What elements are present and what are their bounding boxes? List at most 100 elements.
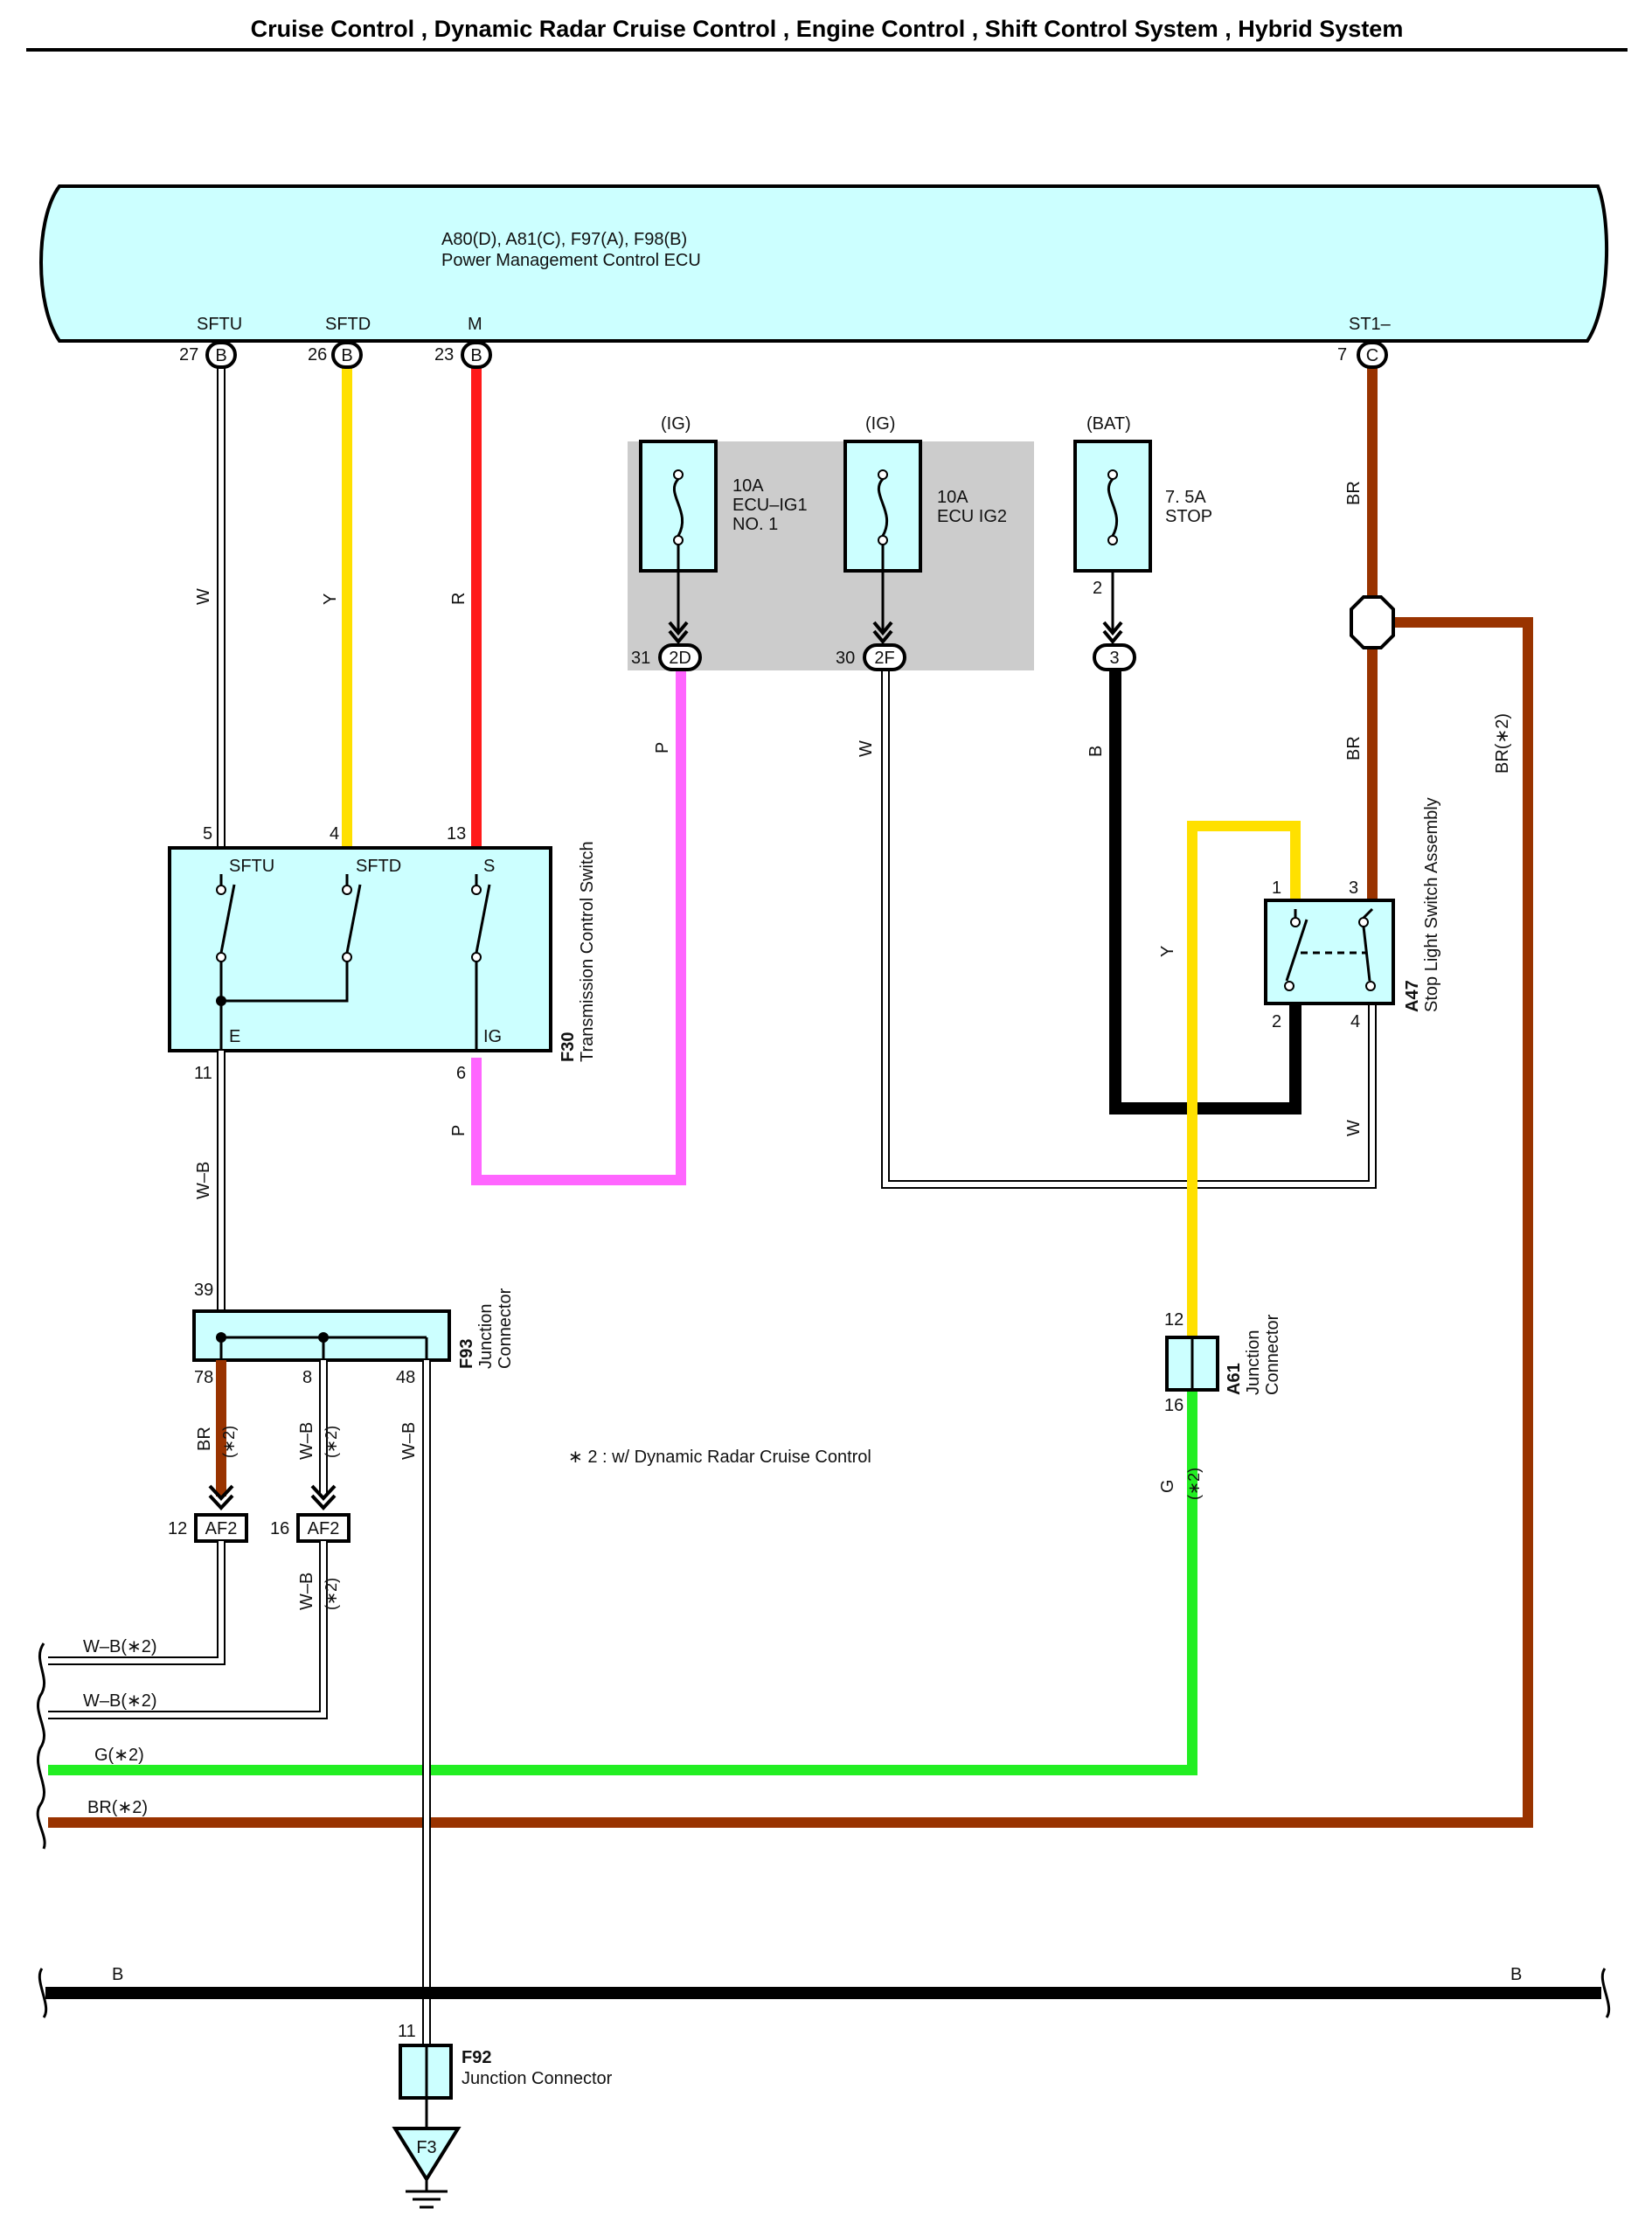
ground-bus-label-left: B (112, 1965, 123, 1984)
ecu-pin-num-26: 26 (308, 345, 327, 365)
ground-bus-right-break-icon (1600, 1968, 1611, 2018)
wire-label-r-m: R (449, 593, 469, 605)
fuse3-rating: 7. 5A (1165, 488, 1206, 507)
ecu-pin-num-27: 27 (179, 345, 198, 365)
a61-name2: Connector (1263, 1314, 1282, 1395)
junction-connector-a61[interactable] (1165, 1336, 1219, 1392)
wire-label-br-st1: BR (1344, 481, 1364, 505)
f93-pin-8: 8 (302, 1368, 312, 1387)
wire-label-wb-8: W–B (297, 1422, 316, 1460)
svg-text:B: B (341, 346, 352, 365)
svg-text:2F: 2F (874, 649, 894, 668)
f93-pin-48: 48 (396, 1368, 415, 1387)
page-title: Cruise Control , Dynamic Radar Cruise Co… (250, 16, 1404, 42)
wire-note-wb-8: (∗2) (323, 1426, 340, 1458)
wire-label-y-sftd: Y (321, 594, 340, 605)
wire-label-br-st1-lower: BR (1344, 736, 1364, 760)
a47-pin-3: 3 (1349, 878, 1358, 898)
a47-pin-4: 4 (1350, 1012, 1360, 1031)
f30-label-sftd: SFTD (356, 857, 401, 876)
ecu-pin-name-st1: ST1– (1349, 315, 1392, 334)
fuse1-rating: 10A (732, 476, 764, 496)
ground-bus-label-right: B (1510, 1965, 1522, 1984)
power-management-ecu[interactable]: A80(D), A81(C), F97(A), F98(B) Power Man… (39, 184, 1609, 343)
fuse-ecu-ig2[interactable] (843, 440, 922, 634)
ground-label: F3 (416, 2138, 436, 2157)
wire-br-bus (48, 617, 1533, 1828)
wire-label-br-note: BR(∗2) (1493, 713, 1512, 774)
ecu-pin-name-sftu: SFTU (197, 315, 242, 334)
svg-text:B: B (215, 346, 226, 365)
svg-text:2D: 2D (669, 649, 691, 668)
fuse3-arrow-icon (1102, 621, 1123, 645)
header-divider (26, 48, 1628, 52)
ground-f3-icon[interactable]: F3 (392, 2127, 462, 2209)
wire-label-br-78: BR (195, 1427, 214, 1451)
wire-label-wb-e: W–B (194, 1162, 213, 1199)
ecu-pin-num-7: 7 (1337, 345, 1347, 365)
left-bus-label-4: BR(∗2) (87, 1798, 148, 1817)
a61-pin-12: 12 (1164, 1310, 1183, 1330)
left-bus-break-icon (36, 1642, 46, 1850)
connector-af2-16[interactable]: AF2 (296, 1513, 351, 1543)
f93-ref: F93 (457, 1339, 476, 1369)
svg-text:AF2: AF2 (205, 1519, 238, 1538)
f30-label-ig: IG (483, 1027, 502, 1046)
ecu-pin-name-m: M (468, 315, 482, 334)
wire-label-p-ig: P (449, 1125, 469, 1136)
left-bus-label-2: W–B(∗2) (83, 1691, 157, 1711)
ecu-terminal-m[interactable]: B (461, 341, 492, 369)
svg-text:3: 3 (1109, 649, 1119, 668)
junction-connector-f93[interactable] (192, 1309, 451, 1362)
a61-name: Junction (1244, 1330, 1263, 1396)
a61-pin-16: 16 (1164, 1396, 1183, 1415)
f30-pin-13: 13 (447, 824, 466, 844)
f30-pin-5: 5 (203, 824, 212, 844)
terminal-3[interactable]: 3 (1093, 643, 1136, 671)
wire-p-ig (471, 671, 686, 1185)
wire-label-wb-af2: W–B (297, 1573, 316, 1610)
wire-label-y-a47: Y (1158, 946, 1177, 957)
wire-note-wb-af2: (∗2) (323, 1578, 340, 1610)
f30-pin-11: 11 (194, 1064, 212, 1083)
f30-ref: F30 (559, 1032, 578, 1062)
f92-pin-11: 11 (398, 2022, 416, 2041)
wire-label-b-stop: B (1086, 746, 1106, 757)
wire-label-p-2d: P (653, 742, 672, 753)
terminal-2f[interactable]: 2F (863, 643, 906, 671)
f30-pin-4: 4 (330, 824, 339, 844)
f92-name: Junction Connector (462, 2069, 613, 2088)
wire-label-w-a47: W (1344, 1120, 1364, 1136)
f93-pin-39: 39 (194, 1281, 213, 1300)
left-bus-label-1: W–B(∗2) (83, 1637, 157, 1656)
fuse2-rating: 10A (937, 488, 968, 507)
terminal-2d-num: 31 (631, 649, 650, 668)
fuse-stop[interactable] (1073, 440, 1152, 634)
transmission-control-switch[interactable] (168, 846, 552, 1052)
fuse-ecu-ig1-no1[interactable] (639, 440, 718, 634)
fuse1-name: ECU–IG1 (732, 496, 808, 515)
ground-bus-left-break-icon (38, 1968, 48, 2018)
terminal-2d[interactable]: 2D (658, 643, 702, 671)
ecu-terminal-sftu[interactable]: B (205, 341, 237, 369)
ecu-pin-name-sftd: SFTD (325, 315, 371, 334)
ecu-terminal-st1[interactable]: C (1357, 341, 1388, 369)
ecu-pin-num-23: 23 (434, 345, 454, 365)
wire-b-stop (1109, 671, 1301, 1114)
fuse2-source: (IG) (865, 414, 895, 434)
a61-ref: A61 (1225, 1363, 1244, 1395)
wire-label-w-sftu: W (194, 588, 213, 605)
f30-name: Transmission Control Switch (578, 841, 597, 1062)
ecu-terminal-sftd[interactable]: B (331, 341, 363, 369)
junction-connector-f92[interactable] (399, 2044, 453, 2128)
svg-text:C: C (1366, 346, 1378, 365)
f30-pin-6: 6 (456, 1064, 466, 1083)
wire-label-wb-48: W–B (399, 1422, 419, 1460)
fuse3-source: (BAT) (1086, 414, 1131, 434)
connector-af2-12[interactable]: AF2 (194, 1513, 248, 1543)
a47-ref: A47 (1403, 980, 1422, 1012)
fuse2-name: ECU IG2 (937, 507, 1007, 526)
f93-name: Junction (476, 1304, 496, 1370)
stop-light-switch[interactable] (1264, 899, 1395, 1005)
